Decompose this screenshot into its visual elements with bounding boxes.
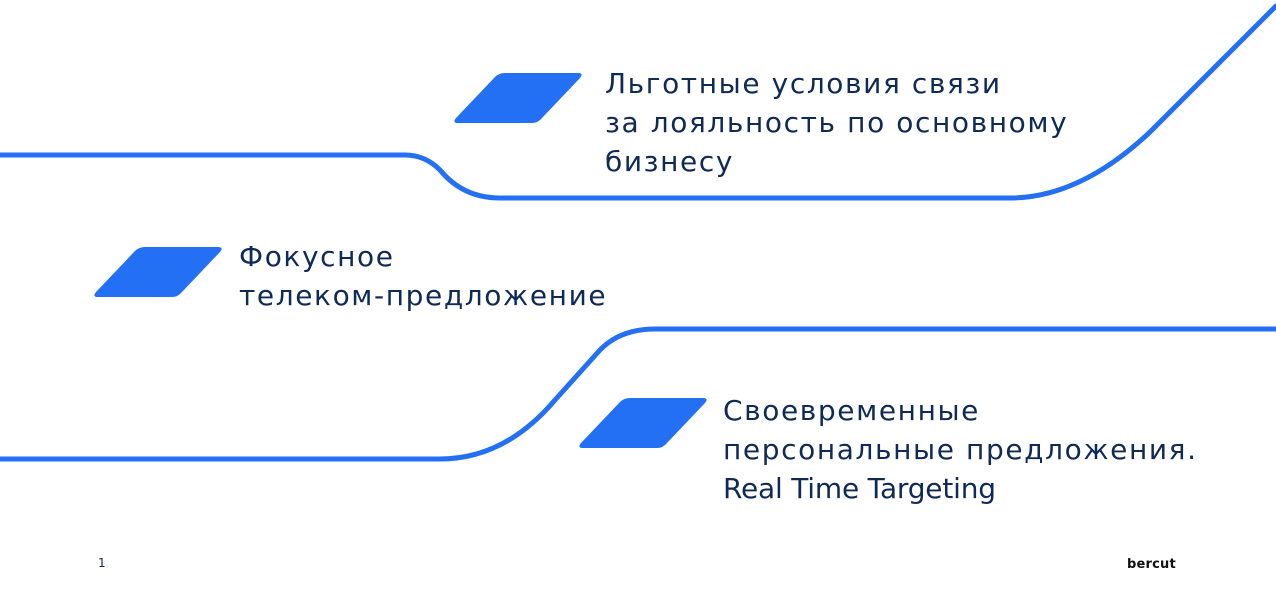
benefit-line: бизнесу [605, 145, 735, 178]
bercut-logo: bercut [1127, 557, 1176, 572]
benefit-line: за лояльность по основному [605, 106, 1069, 139]
top-connector-line [0, 3, 1276, 201]
benefit-block-telecom-offer: Фокусное телеком-предложение [239, 237, 607, 315]
bottom-connector-line [0, 326, 1276, 462]
benefit-line: телеком-предложение [239, 279, 608, 312]
benefit-line: персональные предложения. [723, 433, 1198, 466]
benefit-line: Фокусное [239, 240, 395, 273]
page-number: 1 [98, 556, 106, 570]
benefit-line: Своевременные [723, 394, 981, 427]
parallelogram-bullet-2 [94, 247, 222, 297]
parallelogram-bullet-3 [579, 398, 707, 448]
parallelogram-bullet-1 [454, 73, 582, 123]
benefit-line: Льготные условия связи [605, 67, 1002, 100]
benefit-line: Real Time Targeting [723, 472, 996, 505]
benefit-block-personal-offers: Своевременные персональные предложения. … [723, 391, 1198, 508]
benefit-block-loyalty: Льготные условия связи за лояльность по … [605, 64, 1068, 181]
